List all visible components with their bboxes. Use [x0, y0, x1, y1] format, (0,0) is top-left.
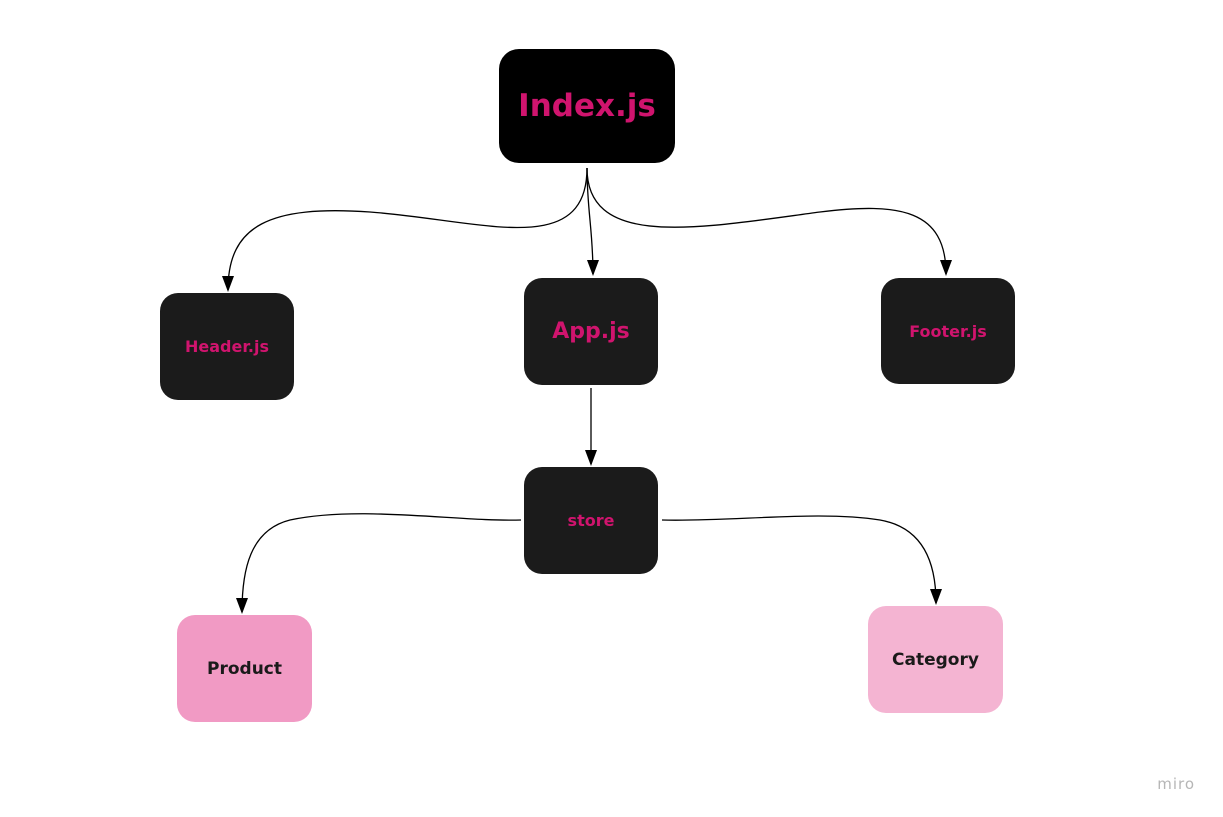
edge-index-to-header [227, 167, 588, 291]
node-app-js[interactable]: App.js [524, 278, 658, 385]
node-category[interactable]: Category [868, 606, 1003, 713]
node-header-js[interactable]: Header.js [160, 293, 294, 400]
arrowhead-product [236, 598, 248, 614]
node-label: Product [207, 658, 282, 679]
miro-watermark: miro [1157, 775, 1195, 793]
node-product[interactable]: Product [177, 615, 312, 722]
node-label: Footer.js [909, 321, 987, 341]
node-footer-js[interactable]: Footer.js [881, 278, 1015, 384]
arrowhead-store [585, 450, 597, 466]
node-index-js[interactable]: Index.js [499, 49, 675, 163]
edge-index-to-app [586, 167, 594, 275]
edge-store-to-product [241, 513, 522, 613]
arrowhead-app [587, 260, 599, 276]
edge-index-to-footer [586, 167, 947, 275]
node-store[interactable]: store [524, 467, 658, 574]
arrowhead-category [930, 589, 942, 605]
node-label: Index.js [518, 88, 656, 124]
node-label: Header.js [184, 337, 270, 356]
edge-store-to-category [661, 515, 937, 604]
arrowhead-header [222, 276, 234, 292]
arrowhead-footer [940, 260, 952, 276]
node-label: Category [892, 649, 979, 670]
node-label: store [567, 511, 615, 530]
node-label: App.js [552, 319, 630, 344]
